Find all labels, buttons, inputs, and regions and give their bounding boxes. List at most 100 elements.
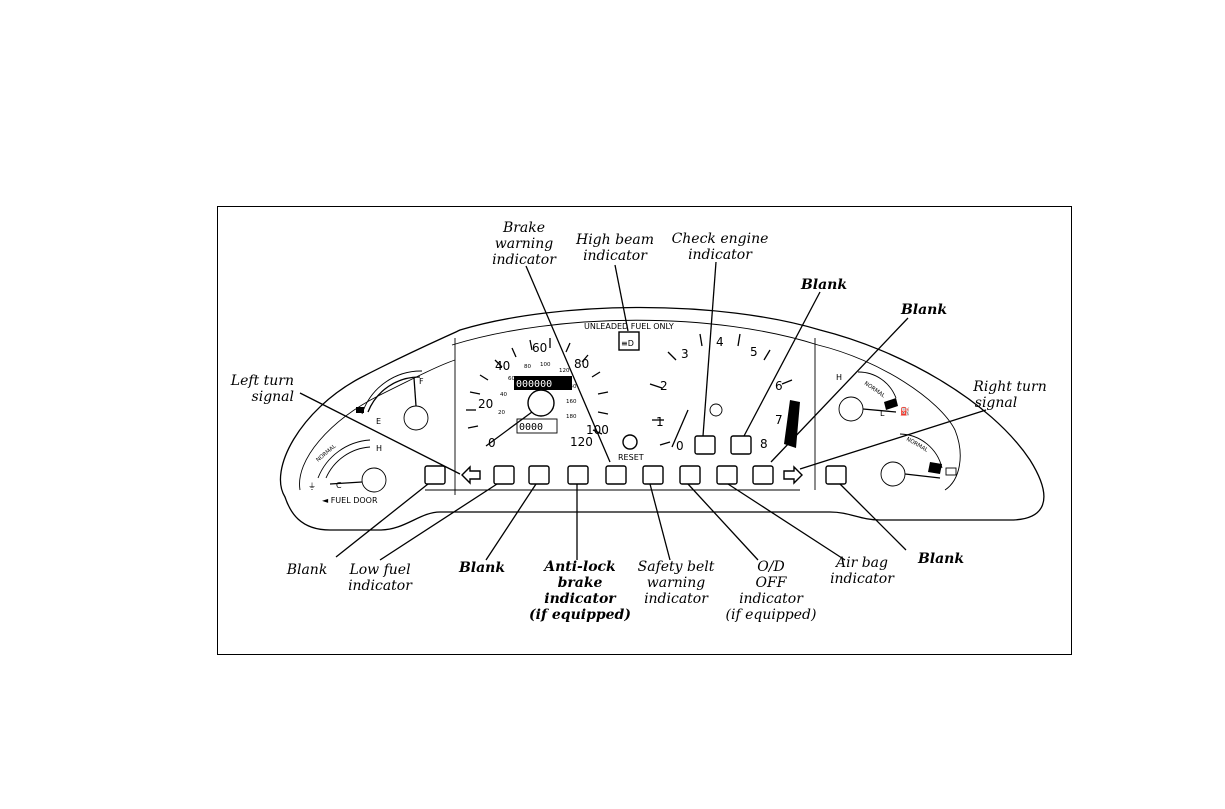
speedometer: 0 20 40 60 80 100 120 20 40 60 80 100 12… [466,338,644,462]
svg-text:signal: signal [975,395,1017,411]
trip-odometer [516,418,558,434]
svg-text:brake: brake [558,575,603,591]
kmh-180: 180 [566,414,577,420]
fuel-empty-mark: E [376,417,381,426]
svg-text:Safety belt: Safety belt [638,559,715,575]
normal-label: NORMAL [315,443,338,464]
tach-7: 7 [775,413,783,427]
callout-blank-top-2: Blank [900,302,947,318]
tach-4: 4 [716,335,724,349]
svg-text:Brake: Brake [502,220,545,236]
lamp-check-engine [694,435,716,455]
figure-frame [217,206,1072,655]
fuel-door-label: ◄ FUEL DOOR [322,496,378,505]
kmh-40: 40 [500,392,507,398]
tach-2: 2 [660,379,668,393]
voltage-gauge: NORMAL [880,433,957,487]
svg-text:Air bag: Air bag [834,555,888,571]
svg-text:High beam: High beam [575,232,654,248]
kmh-60: 60 [508,376,515,382]
warning-lamp-row [424,435,847,485]
svg-text:Check engine: Check engine [672,231,769,247]
lamp-od-off [679,465,701,485]
speed-40: 40 [495,359,510,373]
svg-text:indicator: indicator [348,578,413,594]
svg-text:(if equipped): (if equipped) [529,607,631,623]
tach-1: 1 [656,415,664,429]
lamp-air-bag [716,465,738,485]
svg-text:warning: warning [647,575,706,591]
oil-pressure-gauge: H L NORMAL ⛽ [836,371,910,422]
svg-text:Low fuel: Low fuel [348,562,410,578]
kmh-100: 100 [540,362,551,368]
lamp-safety-belt [642,465,664,485]
oil-normal-text: NORMAL [863,381,887,400]
callout-blank-bottom-1: Blank [286,562,328,578]
svg-text:indicator: indicator [739,591,804,607]
reset-label: RESET [618,453,644,462]
tach-6: 6 [775,379,783,393]
svg-text:warning: warning [495,236,554,252]
svg-text:O/D: O/D [757,559,784,575]
svg-text:indicator: indicator [830,571,895,587]
speed-0: 0 [488,436,496,450]
high-beam-icon: ≡D [621,339,634,348]
temp-gauge: H C NORMAL ◄ FUEL DOOR ⏚ [308,439,387,505]
callout-blank-bottom-3: Blank [917,551,964,567]
svg-text:Anti-lock: Anti-lock [542,559,616,575]
kmh-20: 20 [498,410,505,416]
speed-100: 100 [586,423,609,437]
left-turn-arrow-icon [461,465,481,485]
lamp-blank-2 [528,465,550,485]
lamp-blank-3 [730,435,752,455]
callout-brake-warning: Brake warning indicator [492,220,557,268]
temp-cold-mark: C [336,481,342,490]
callout-high-beam: High beam indicator [575,232,654,264]
kmh-120: 120 [559,368,570,374]
svg-text:OFF: OFF [756,575,788,591]
oil-high-mark: H [836,373,842,382]
tachometer: 0 1 2 3 4 5 6 7 8 [649,333,800,453]
trip-value: 0000 [519,422,543,433]
battery-icon [945,467,957,476]
oil-low-mark: L [880,409,885,418]
svg-text:signal: signal [252,389,294,405]
speed-60: 60 [532,341,547,355]
callout-anti-lock: Anti-lock brake indicator (if equipped) [529,559,631,623]
coolant-icon: ⏚ [308,482,316,491]
callout-safety-belt: Safety belt warning indicator [638,559,715,607]
svg-text:Right turn: Right turn [972,379,1046,395]
tach-8: 8 [760,437,768,451]
svg-text:indicator: indicator [644,591,709,607]
high-beam-box [618,331,640,351]
fuel-pump-icon [356,407,364,413]
trip-reset-knob[interactable] [622,434,638,450]
svg-text:(if equipped): (if equipped) [726,607,817,623]
speed-20: 20 [478,397,493,411]
lamp-blank-4 [752,465,774,485]
kmh-80: 80 [524,364,531,370]
tach-5: 5 [750,345,758,359]
lamp-blank-5 [825,465,847,485]
unleaded-fuel-label: UNLEADED FUEL ONLY [584,322,674,331]
fuel-gauge: F E [356,370,429,431]
callout-low-fuel: Low fuel indicator [348,562,413,594]
speed-120: 120 [570,435,593,449]
oil-can-icon: ⛽ [900,406,910,416]
callout-right-turn: Right turn signal [972,379,1046,411]
callout-air-bag: Air bag indicator [830,555,895,587]
lamp-brake [605,465,627,485]
tach-3: 3 [681,347,689,361]
odometer-value: 000000 [516,379,552,390]
svg-text:indicator: indicator [688,247,753,263]
volt-normal-text: NORMAL [905,437,929,455]
lamp-anti-lock [567,465,589,485]
callout-blank-bottom-2: Blank [458,560,505,576]
callout-left-turn: Left turn signal [230,373,294,405]
fuel-full-mark: F [419,377,424,386]
temp-hot-mark: H [376,444,382,453]
svg-text:indicator: indicator [583,248,648,264]
kmh-160: 160 [566,399,577,405]
callout-od-off: O/D OFF indicator (if equipped) [726,559,817,623]
